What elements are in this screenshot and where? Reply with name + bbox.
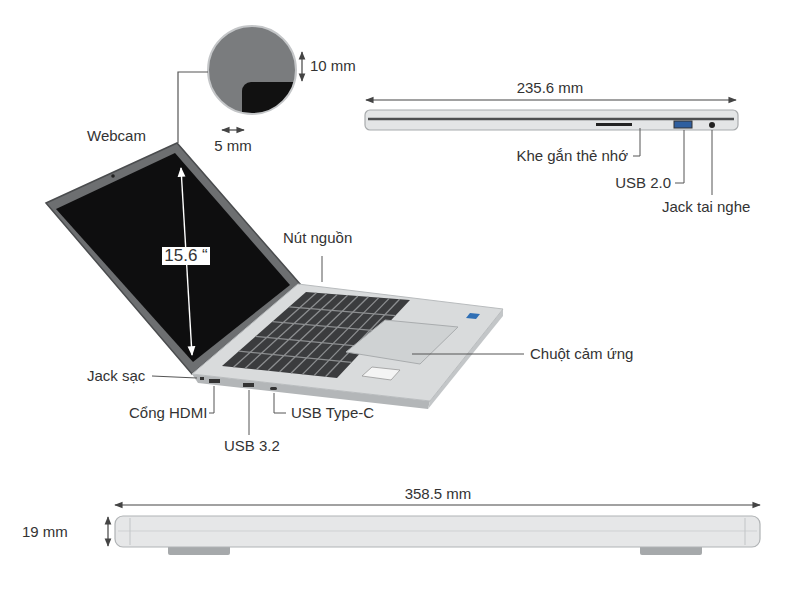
dimension-label: 358.5 mm	[403, 485, 474, 503]
key-col	[291, 297, 368, 373]
dimension-label: 5 mm	[212, 137, 254, 155]
dimension-label: 235.6 mm	[515, 79, 586, 97]
leader-line	[712, 130, 713, 195]
leader-line	[412, 354, 524, 355]
seam	[118, 531, 757, 532]
leader-line	[249, 390, 250, 435]
hdmi-port	[209, 379, 220, 383]
dimension-arrow	[222, 129, 244, 130]
part-label: USB 2.0	[613, 174, 673, 192]
side-profile	[365, 110, 738, 130]
dimension-arrow	[301, 52, 302, 81]
part-label: USB Type-C	[289, 404, 376, 422]
dimension-label: 19 mm	[20, 523, 70, 541]
back-profile	[115, 516, 760, 547]
card-slot	[596, 123, 632, 126]
lid-seam	[368, 118, 734, 121]
leader-line	[675, 130, 684, 183]
part-label: Webcam	[85, 127, 148, 145]
dimension-line	[115, 504, 760, 505]
usb-port	[674, 121, 692, 128]
part-label: Jack tai nghe	[660, 198, 752, 216]
sticker	[466, 313, 480, 319]
part-label: Cổng HDMI	[127, 404, 209, 422]
leader-line	[152, 376, 197, 378]
part-label: USB 3.2	[222, 437, 282, 455]
leader-line	[322, 256, 323, 282]
leader-line	[178, 72, 208, 143]
leader-line	[274, 393, 286, 413]
sticker	[362, 367, 400, 380]
groove	[745, 518, 746, 545]
part-label: Nút nguồn	[281, 229, 354, 247]
usbc-port	[270, 387, 277, 390]
part-label: Khe gắn thẻ nhớ	[514, 147, 630, 165]
touchpad	[346, 320, 458, 364]
charge-port	[200, 377, 204, 380]
dimension-line	[107, 517, 108, 546]
key-col	[268, 295, 348, 371]
bezel-zoom	[200, 20, 332, 142]
groove	[130, 518, 131, 545]
dimension-label: 15.6 “	[162, 247, 209, 265]
part-label: Jack sạc	[85, 367, 147, 385]
webcam-dot	[111, 174, 115, 178]
key-col	[245, 294, 327, 369]
audio-jack	[709, 122, 715, 128]
part-label: Chuột cảm ứng	[528, 345, 635, 363]
screen-corner	[242, 82, 332, 142]
dimension-label: 10 mm	[308, 57, 358, 75]
key-col	[234, 293, 317, 367]
key-col	[280, 296, 359, 372]
leader-line	[633, 128, 640, 156]
zoom-circle	[208, 26, 296, 114]
usb-port	[243, 383, 254, 387]
dimension-line	[366, 99, 736, 100]
base-deck	[192, 284, 503, 401]
key-col	[257, 294, 338, 369]
